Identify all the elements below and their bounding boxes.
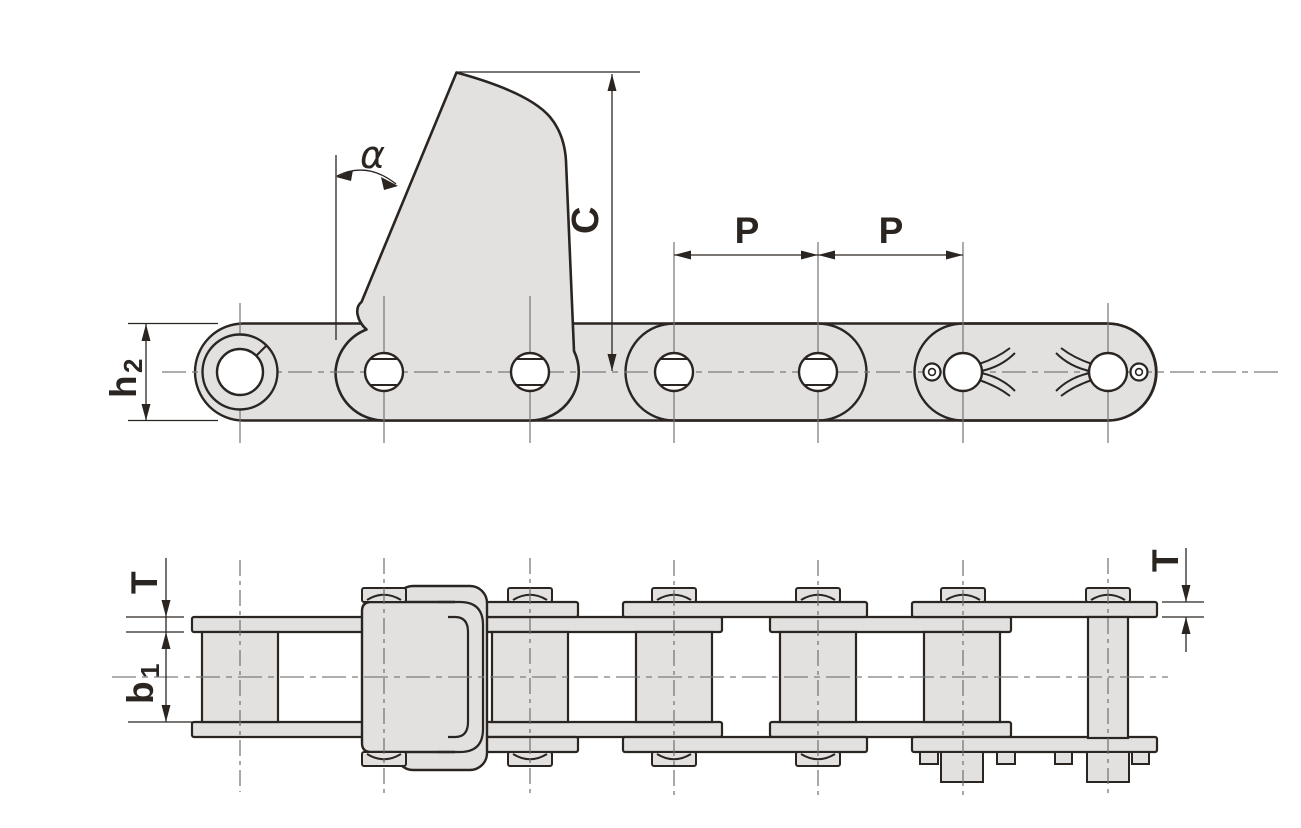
pin-holes: [363, 351, 839, 393]
b1-label: b: [120, 681, 161, 704]
attachment-plan: [360, 584, 489, 772]
cotter-pin-left: [922, 347, 1016, 397]
alpha-label: α: [360, 133, 385, 177]
cotter-end-1: [919, 751, 1016, 783]
dimension-c: C: [458, 71, 640, 371]
pitch-label-1: P: [735, 210, 760, 251]
side-view: α C P P h 2: [103, 71, 1283, 443]
dimension-t-left-b1: T b 1: [120, 558, 224, 723]
pitch-label-2: P: [879, 210, 904, 251]
plan-view: T b 1 T: [112, 548, 1204, 795]
dimension-h2: h 2: [103, 322, 218, 422]
cotter-pin-ends: [919, 751, 1150, 783]
dimension-t-right: T: [1145, 548, 1204, 652]
cotter-pin-right: [1055, 347, 1149, 397]
t-right-label: T: [1145, 549, 1186, 572]
attachment-tooth-plate: [334, 71, 581, 422]
dimension-alpha: α: [335, 133, 398, 340]
bushing-ring: [201, 333, 279, 411]
pin-hole-3: [653, 351, 695, 393]
t-left-label: T: [124, 571, 165, 594]
dimension-pitch: P P: [674, 210, 963, 260]
cotter-end-2: [1054, 751, 1150, 783]
h2-sub: 2: [118, 359, 148, 373]
inner-link-plates: [190, 615, 1013, 739]
link-plate-end: [913, 322, 1158, 422]
pin-hole-4: [797, 351, 839, 393]
h2-label: h: [103, 375, 144, 398]
pin-hole-1: [363, 351, 405, 393]
pin-hole-2: [509, 351, 551, 393]
b1-sub: 1: [135, 664, 165, 678]
c-label: C: [565, 207, 607, 234]
pin-centerlines-plan: [239, 558, 1109, 795]
